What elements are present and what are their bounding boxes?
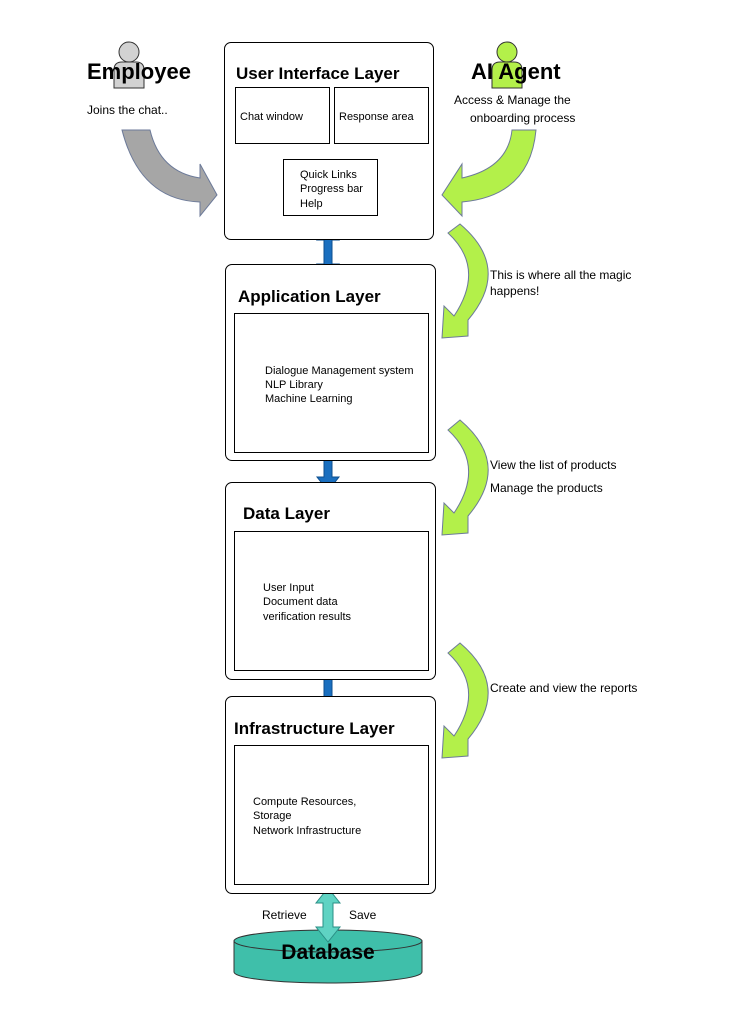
data-layer: Data Layer User Input Document data veri… — [225, 482, 436, 680]
ai-agent-label: AI Agent — [471, 59, 561, 84]
employee-label: Employee — [87, 59, 191, 84]
reports-curved-arrow — [441, 642, 489, 759]
user-input-label: User Input — [263, 582, 314, 594]
data-layer-title: Data Layer — [243, 504, 330, 523]
reports-note: Create and view the reports — [490, 681, 638, 695]
products-curved-arrow — [441, 419, 489, 536]
response-area-box: Response area — [334, 87, 429, 144]
response-area-label: Response area — [339, 111, 414, 123]
infrastructure-content-box: Compute Resources, Storage Network Infra… — [234, 745, 429, 885]
ui-layer-title: User Interface Layer — [236, 64, 400, 83]
employee-caption: Joins the chat.. — [87, 103, 168, 117]
network-infrastructure-label: Network Infrastructure — [253, 825, 362, 837]
ai-agent-person-icon — [491, 41, 523, 89]
infrastructure-layer-title: Infrastructure Layer — [234, 719, 395, 738]
progress-bar-label: Progress bar — [300, 183, 363, 195]
manage-products-note: Manage the products — [490, 481, 603, 495]
data-content-box: User Input Document data verification re… — [234, 531, 429, 671]
machine-learning-label: Machine Learning — [265, 393, 353, 405]
employee-person-icon — [113, 41, 145, 89]
compute-resources-label: Compute Resources, — [253, 796, 357, 808]
view-products-note: View the list of products — [490, 458, 617, 472]
chat-window-label: Chat window — [240, 111, 303, 123]
help-label: Help — [300, 198, 323, 210]
nlp-library-label: NLP Library — [265, 379, 323, 391]
chat-window-box: Chat window — [235, 87, 330, 144]
save-label: Save — [349, 908, 377, 922]
ui-layer: User Interface Layer Chat window Respons… — [224, 42, 434, 240]
quick-links-box: Quick Links Progress bar Help — [283, 159, 378, 216]
retrieve-label: Retrieve — [262, 908, 307, 922]
application-layer-title: Application Layer — [238, 287, 381, 306]
ai-agent-caption-line2: onboarding process — [470, 111, 576, 125]
infrastructure-layer: Infrastructure Layer Compute Resources, … — [225, 696, 436, 894]
storage-label: Storage — [253, 810, 292, 822]
document-data-label: Document data — [263, 596, 338, 608]
magic-note-line1: This is where all the magic — [490, 268, 632, 282]
quick-links-label: Quick Links — [300, 169, 357, 181]
application-content-box: Dialogue Management system NLP Library M… — [234, 313, 429, 453]
employee-curved-arrow — [121, 129, 218, 218]
dialogue-management-label: Dialogue Management system — [265, 365, 414, 377]
application-layer: Application Layer Dialogue Management sy… — [225, 264, 436, 461]
database-connector-arrow — [314, 887, 342, 943]
magic-note-line2: happens! — [490, 284, 540, 298]
database-label: Database — [281, 941, 375, 964]
magic-curved-arrow — [441, 223, 489, 339]
verification-results-label: verification results — [263, 611, 352, 623]
agent-curved-arrow — [441, 129, 537, 218]
ai-agent-caption-line1: Access & Manage the — [454, 93, 571, 107]
